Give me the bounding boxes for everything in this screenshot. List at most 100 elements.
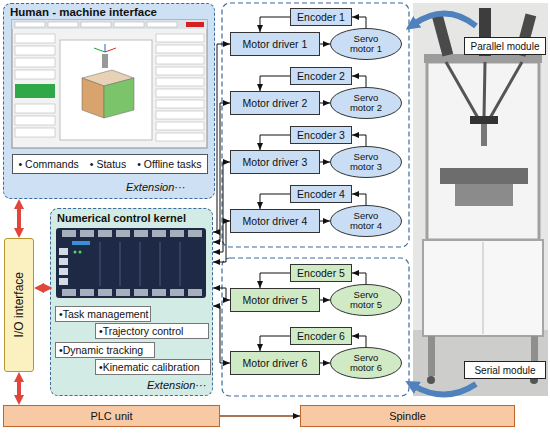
connector — [152, 289, 166, 296]
signal-arrow — [260, 135, 290, 150]
tab — [147, 22, 177, 27]
curved-pointer-arrow — [414, 384, 476, 395]
view-panel — [60, 40, 152, 140]
signal-arrow — [320, 162, 330, 163]
ellipse-outline — [330, 146, 402, 178]
cabinet — [423, 240, 543, 336]
vertical-label: I/O interface — [12, 272, 26, 337]
node-label: PLC unit — [90, 410, 132, 422]
connector — [80, 289, 94, 296]
tab — [48, 22, 78, 27]
ui-button — [15, 104, 55, 113]
ui-button — [15, 116, 55, 125]
signal-arrow — [213, 221, 230, 262]
photo-floor — [413, 330, 548, 396]
servo-ellipse-shape — [331, 206, 402, 237]
node-label: Motor driver 6 — [243, 357, 308, 369]
servo-ellipse: Servo motor 6 — [330, 347, 402, 379]
encoder-box: Encoder 3 — [290, 126, 352, 144]
interface-panel: Human - machine interfaceExtension···• C… — [3, 3, 215, 199]
servo-ellipse-shape — [331, 88, 402, 119]
status-indicator — [15, 84, 55, 98]
encoder-box: Encoder 6 — [290, 327, 352, 345]
work-table — [440, 168, 528, 184]
signal-arrow — [352, 194, 366, 205]
signal-arrow — [213, 306, 230, 363]
tool — [481, 124, 487, 146]
encoder-box: Encoder 4 — [290, 185, 352, 203]
signal-arrow — [220, 415, 300, 417]
tab — [114, 22, 144, 27]
signal-arrow — [352, 273, 366, 284]
tool-icon — [102, 54, 108, 68]
ui-button — [15, 70, 55, 79]
servo-ellipse: Servo motor 1 — [330, 28, 402, 60]
parallel-arms — [446, 62, 522, 118]
function-box: •Trajectory control — [95, 323, 209, 339]
signal-arrow — [213, 288, 230, 300]
machine-photo — [413, 3, 548, 396]
extension-note: Extension··· — [147, 379, 206, 391]
node-label: •Kinematic calibration — [99, 361, 200, 373]
driver-box: Motor driver 1 — [230, 32, 320, 56]
signal-arrow — [260, 76, 290, 91]
node-label: Spindle — [389, 410, 426, 422]
node-label: Servo motor 1 — [341, 34, 391, 54]
ethernet-port — [59, 248, 68, 255]
module-dividers — [100, 242, 180, 286]
node-label: Motor driver 4 — [243, 215, 308, 227]
signal-arrow — [352, 76, 366, 87]
servo-ellipse-shape — [331, 285, 402, 316]
ui-field — [156, 56, 204, 64]
signal-arrow — [320, 44, 330, 45]
photo-wall — [413, 3, 548, 396]
plc-box: PLC unit — [3, 405, 220, 427]
ui-button — [15, 46, 55, 55]
node-label: •Trajectory control — [99, 325, 183, 337]
serial-group-frame — [222, 258, 409, 396]
axis — [94, 48, 105, 52]
ui-field — [156, 111, 204, 119]
ui-field — [156, 45, 204, 53]
connector — [62, 230, 76, 237]
signal-arrow — [320, 221, 330, 222]
axis — [105, 48, 116, 52]
parallel-group-frame — [222, 3, 409, 247]
connector — [188, 230, 202, 237]
node-label: Servo motor 6 — [341, 353, 391, 373]
node-label: Motor driver 2 — [243, 97, 308, 109]
servo-ellipse-shape — [331, 147, 402, 178]
spindle-box: Spindle — [300, 405, 515, 427]
node-label: Servo motor 3 — [341, 152, 391, 172]
panel-title: Human - machine interface — [10, 6, 157, 18]
ui-field — [156, 89, 204, 97]
connector — [170, 230, 184, 237]
ethernet-port — [59, 258, 68, 265]
connector — [188, 289, 202, 296]
servo-motor-photo — [479, 8, 491, 56]
panel-title: Numerical control kernel — [57, 212, 186, 224]
function-box: •Dynamic tracking — [55, 342, 155, 358]
signal-arrow — [320, 300, 330, 301]
signal-arrow — [320, 363, 330, 364]
interface-arrow — [41, 286, 46, 290]
module-label: Serial module — [464, 361, 546, 379]
connector — [62, 289, 76, 296]
signal-arrow — [352, 336, 366, 347]
ellipse-outline — [330, 87, 402, 119]
signal-arrow — [213, 103, 230, 242]
driver-box: Motor driver 5 — [230, 288, 320, 312]
node-label: Encoder 6 — [297, 330, 345, 342]
signal-arrow — [352, 135, 366, 146]
driver-box: Motor driver 2 — [230, 91, 320, 115]
signal-arrow — [352, 17, 366, 28]
servo-motor-photo — [432, 13, 453, 56]
wheel — [530, 376, 538, 384]
ui-field — [156, 100, 204, 108]
ellipse-outline — [330, 28, 402, 60]
node-label: •Dynamic tracking — [59, 344, 143, 356]
node-label: Servo motor 4 — [341, 211, 391, 231]
signal-arrow — [320, 103, 330, 104]
